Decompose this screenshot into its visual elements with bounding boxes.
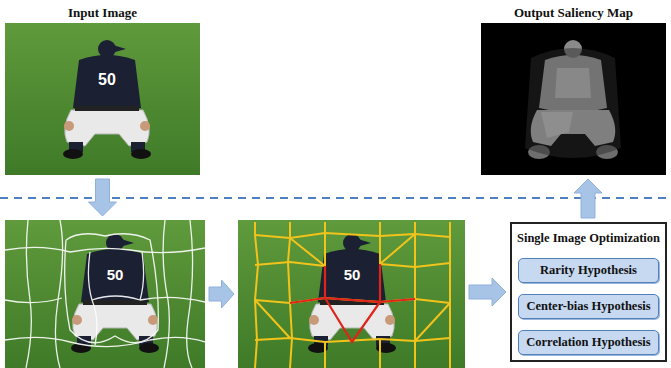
image-panel: 50 [238, 220, 465, 368]
panel-title: Output Saliency Map [481, 4, 666, 21]
hypothesis-label: Center-bias Hypothesis [526, 299, 650, 314]
saliency-figure [525, 40, 621, 159]
superpixel-border [92, 296, 140, 300]
hypothesis-band: Center-bias Hypothesis [518, 294, 659, 319]
flow-arrow [469, 278, 506, 306]
superpixel-image [5, 220, 205, 368]
box-heading: Single Image Optimization [512, 224, 665, 246]
hypothesis-band: Correlation Hypothesis [518, 330, 659, 355]
graph-edge [449, 222, 451, 368]
hypothesis-band: Rarity Hypothesis [518, 258, 659, 283]
hypothesis-label: Correlation Hypothesis [526, 335, 650, 350]
hypothesis-label: Rarity Hypothesis [540, 263, 637, 278]
graph-image [238, 220, 465, 368]
flow-arrow [209, 280, 234, 308]
superpixel-border [5, 337, 205, 346]
player-figure [63, 40, 151, 159]
graph-edges-salient [290, 264, 415, 342]
graph-edge [290, 298, 415, 303]
jersey-number: 50 [107, 267, 124, 282]
player-figure [308, 234, 396, 353]
graph-edge [325, 298, 380, 342]
panel-title: Input Image [5, 4, 200, 21]
graph-edge [325, 264, 380, 302]
superpixel-border [140, 252, 144, 300]
superpixel-border [187, 220, 193, 368]
jersey-number: 50 [344, 267, 361, 282]
graph-edge [255, 222, 258, 368]
jersey-number: 50 [98, 72, 116, 88]
image-panel: Input Image 50 [5, 4, 200, 175]
photo-ground [238, 220, 465, 368]
superpixel-border [55, 220, 62, 368]
saliency-ground [481, 23, 666, 175]
optimization-box: Single Image OptimizationRarity Hypothes… [510, 222, 667, 362]
graph-edge [255, 234, 450, 341]
superpixel-border [5, 247, 205, 252]
graph-edge [414, 222, 416, 368]
graph-edge [255, 233, 450, 238]
superpixel-border [65, 234, 159, 343]
superpixel-border [26, 220, 31, 368]
image-panel: 50 [5, 220, 205, 368]
image-panel: Output Saliency Map [481, 4, 666, 175]
graph-edges [255, 222, 450, 368]
graph-edge [288, 222, 292, 368]
superpixel-border [5, 297, 205, 302]
flow-arrow [574, 179, 602, 218]
photo-ground [5, 220, 205, 368]
superpixel-border [163, 220, 169, 368]
flow-arrow [89, 179, 117, 216]
superpixel-borders [5, 220, 205, 368]
photo-ground [5, 23, 200, 175]
